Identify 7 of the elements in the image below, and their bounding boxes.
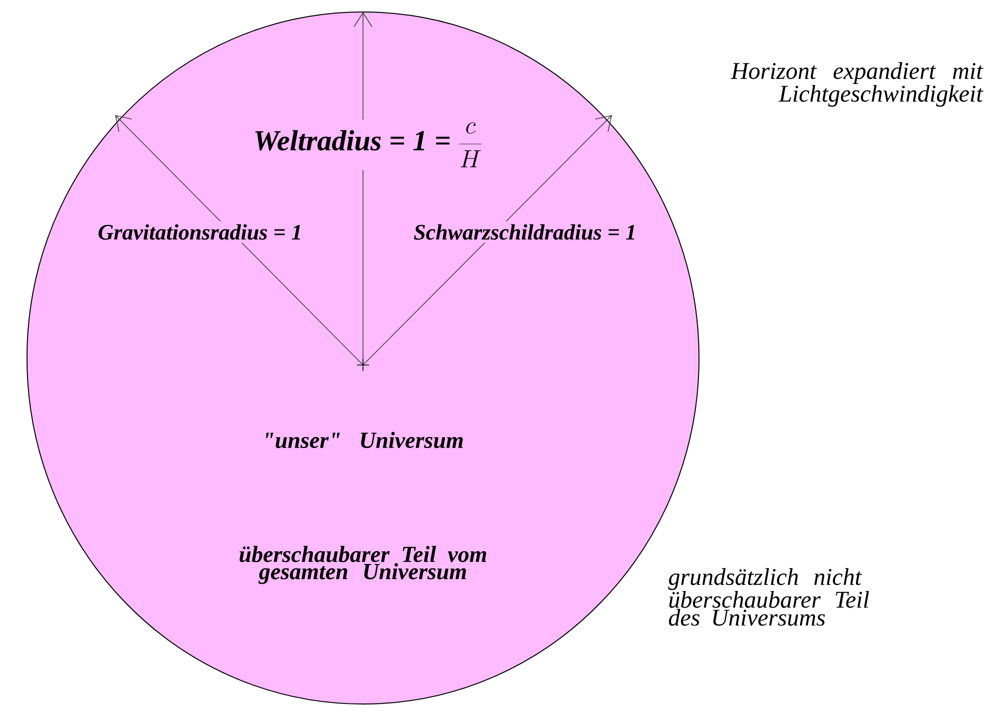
universe-label: "unser" Universum bbox=[266, 432, 463, 448]
radius-label: Schwarzschildradius = 1 bbox=[410, 221, 640, 243]
universe-description: überschaubarer Teil vom gesamten Universum bbox=[240, 546, 486, 584]
outside-note: grundsätzlich nicht überschaubarer Teil des Universums bbox=[668, 568, 869, 626]
horizon-note: Horizont expandiert mit Lichtgeschwindigkeit bbox=[730, 62, 984, 107]
radius-label: Gravitationsradius = 1 bbox=[94, 221, 306, 243]
radius-label: Weltradius = 1 = $\frac{c}{H}$ bbox=[250, 120, 486, 170]
